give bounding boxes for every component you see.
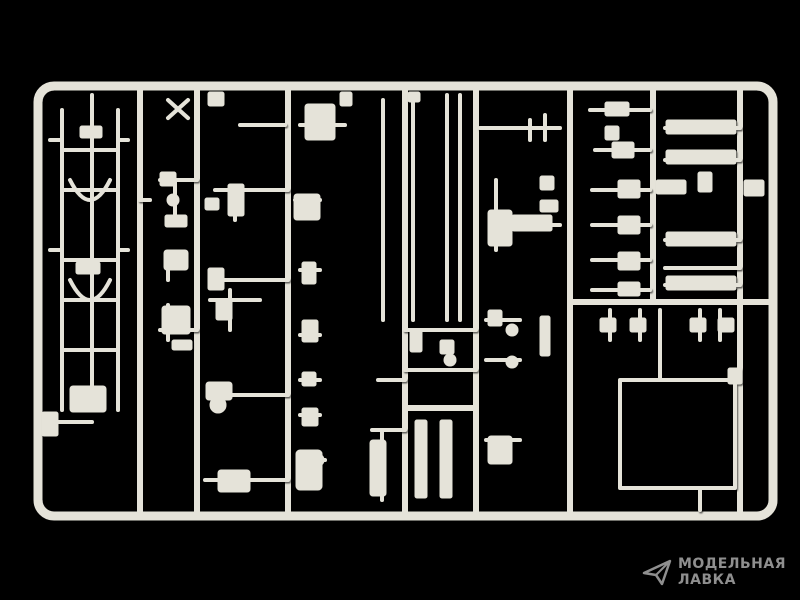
chassis-block xyxy=(69,385,107,413)
sprue-parts xyxy=(41,91,765,512)
watermark-line-1: МОДЕЛЬНАЯ xyxy=(678,556,786,572)
paper-plane-logo-icon xyxy=(642,559,672,586)
parts-bottom-right xyxy=(608,308,737,512)
chassis-tab xyxy=(41,411,59,437)
watermark-line-2: ЛАВКА xyxy=(678,572,736,588)
watermark: МОДЕЛЬНАЯ ЛАВКА xyxy=(642,556,786,588)
parts-column-6 xyxy=(478,113,562,442)
parts-column-1 xyxy=(48,93,130,412)
watermark-text: МОДЕЛЬНАЯ ЛАВКА xyxy=(678,556,786,588)
sprue-frame xyxy=(33,81,778,521)
